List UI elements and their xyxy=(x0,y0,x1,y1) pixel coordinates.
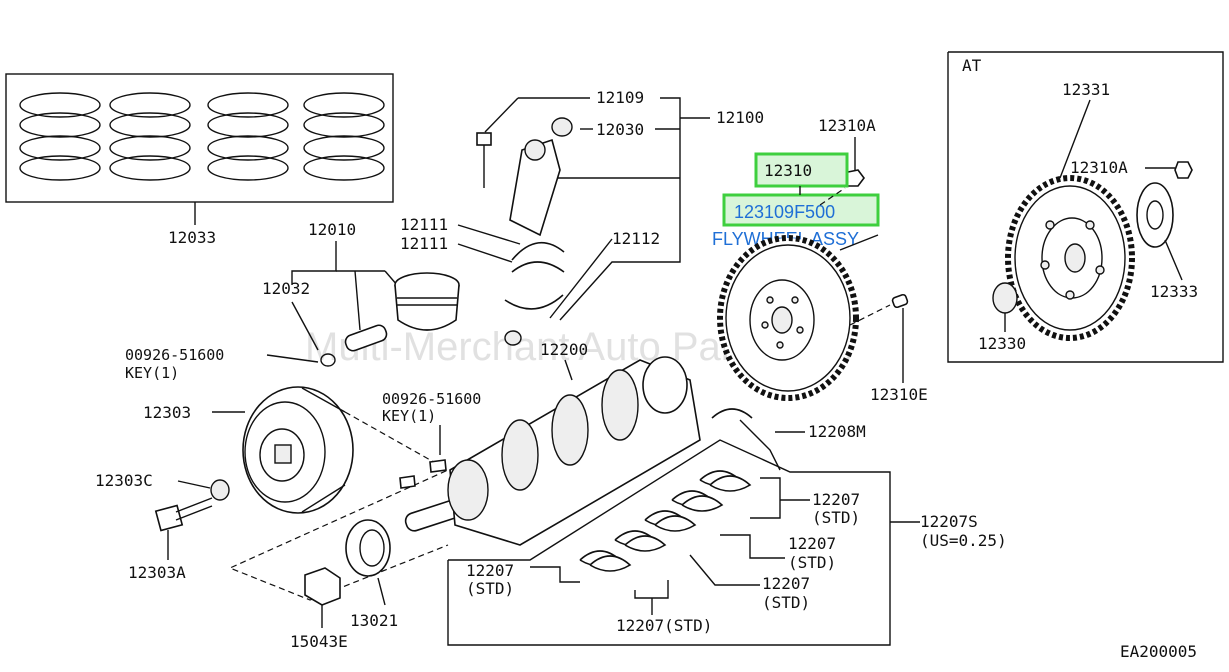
label-12310e: 12310E xyxy=(870,385,928,404)
label-12207-3: 12207 xyxy=(762,574,810,593)
label-key-b: KEY(1) xyxy=(382,407,436,425)
label-12033: 12033 xyxy=(168,228,216,247)
label-12112: 12112 xyxy=(612,229,660,248)
pulley-bolt-head xyxy=(154,504,184,532)
label-15043e: 15043E xyxy=(290,632,348,651)
ring-set-3 xyxy=(207,92,289,181)
main-bearings-group[interactable]: 12208M 12207 (STD) 12207S (US=0.25) 1220… xyxy=(447,408,1007,646)
label-12032: 12032 xyxy=(262,279,310,298)
piston-pin xyxy=(344,324,388,352)
label-12207-1: 12207 xyxy=(812,490,860,509)
piston-skirt xyxy=(394,284,460,331)
pilot-converter xyxy=(992,282,1018,314)
label-std-4: (STD) xyxy=(466,579,514,598)
label-12207-4: 12207 xyxy=(466,561,514,580)
drive-plate-bolt xyxy=(1174,161,1193,179)
label-12010: 12010 xyxy=(308,220,356,239)
label-12109: 12109 xyxy=(596,88,644,107)
label-12207-5: 12207(STD) xyxy=(616,616,712,635)
label-12200: 12200 xyxy=(540,340,588,359)
pulley-washer xyxy=(210,479,230,501)
at-box xyxy=(947,51,1224,363)
piston-rings-group[interactable]: 12033 xyxy=(5,73,394,247)
label-12331: 12331 xyxy=(1062,80,1110,99)
nut-15043e xyxy=(304,567,341,606)
label-12207-2: 12207 xyxy=(788,534,836,553)
diagram-code: EA200005 xyxy=(1120,642,1197,661)
label-12111-b: 12111 xyxy=(400,234,448,253)
ref-highlight-box[interactable] xyxy=(754,152,849,188)
main-bearings-box xyxy=(447,439,891,646)
label-key-a: KEY(1) xyxy=(125,364,179,382)
rod-bushing xyxy=(551,117,573,137)
rod-bearing-mid xyxy=(511,261,565,273)
label-12310-ref: 12310 xyxy=(764,161,812,180)
thrust-washer xyxy=(711,408,753,419)
ring-set-1 xyxy=(19,92,101,181)
part-number-highlight-box[interactable] xyxy=(722,193,880,227)
label-12303a: 12303A xyxy=(128,563,186,582)
key-1 xyxy=(429,459,447,473)
rod-nut xyxy=(504,330,522,346)
highlight-part-number: 123109F500 xyxy=(734,202,835,222)
label-12310a-at: 12310A xyxy=(1070,158,1128,177)
label-12303: 12303 xyxy=(143,403,191,422)
label-std-2: (STD) xyxy=(788,553,836,572)
assembly-dash-lines xyxy=(228,411,450,601)
piston-rings-box xyxy=(5,73,394,203)
label-00926-b: 00926-51600 xyxy=(382,390,481,408)
label-12333: 12333 xyxy=(1150,282,1198,301)
crank-pulley xyxy=(242,386,354,514)
label-std-1: (STD) xyxy=(812,508,860,527)
label-std-3: (STD) xyxy=(762,593,810,612)
drive-plate-reinforcement xyxy=(1136,182,1174,248)
nut-15043e-group[interactable]: 15043E xyxy=(290,567,348,651)
piston-group[interactable]: 12010 12032 xyxy=(262,220,460,367)
rod-bolt-head xyxy=(476,132,492,146)
rod-bearing-upper xyxy=(511,241,565,261)
flywheel-dowel xyxy=(891,293,909,309)
label-12100: 12100 xyxy=(716,108,764,127)
label-12208m: 12208M xyxy=(808,422,866,441)
crank-pulley-group[interactable]: 00926-51600 KEY(1) 12303 12303C 12303A xyxy=(95,346,354,582)
ring-set-2 xyxy=(109,92,191,181)
label-12207s: 12207S xyxy=(920,512,978,531)
label-12030: 12030 xyxy=(596,120,644,139)
flywheel-group[interactable]: 12310A 12310 123109F500 FLYWHEEL ASSY 12… xyxy=(712,116,928,404)
label-13021: 13021 xyxy=(350,611,398,630)
crank-sprocket-group[interactable]: 13021 xyxy=(345,519,398,630)
key-2 xyxy=(399,475,416,489)
keys-group[interactable]: 00926-51600 KEY(1) xyxy=(382,390,481,489)
ring-set-4 xyxy=(303,92,385,181)
label-12111-a: 12111 xyxy=(400,215,448,234)
label-12303c: 12303C xyxy=(95,471,153,490)
connecting-rod-group[interactable]: 12109 12030 12100 12111 12111 12112 xyxy=(400,88,764,346)
rod-body xyxy=(509,138,561,237)
label-12330: 12330 xyxy=(978,334,1026,353)
at-drive-plate-group[interactable]: AT 12331 12310A 12333 12330 xyxy=(947,51,1224,363)
label-us-025: (US=0.25) xyxy=(920,531,1007,550)
label-00926-a: 00926-51600 xyxy=(125,346,224,364)
rod-cap xyxy=(504,294,564,310)
label-12310a-top: 12310A xyxy=(818,116,876,135)
piston-snap-ring xyxy=(320,353,336,367)
crankshaft-group[interactable]: 12200 xyxy=(404,340,701,546)
label-at: AT xyxy=(962,56,982,75)
